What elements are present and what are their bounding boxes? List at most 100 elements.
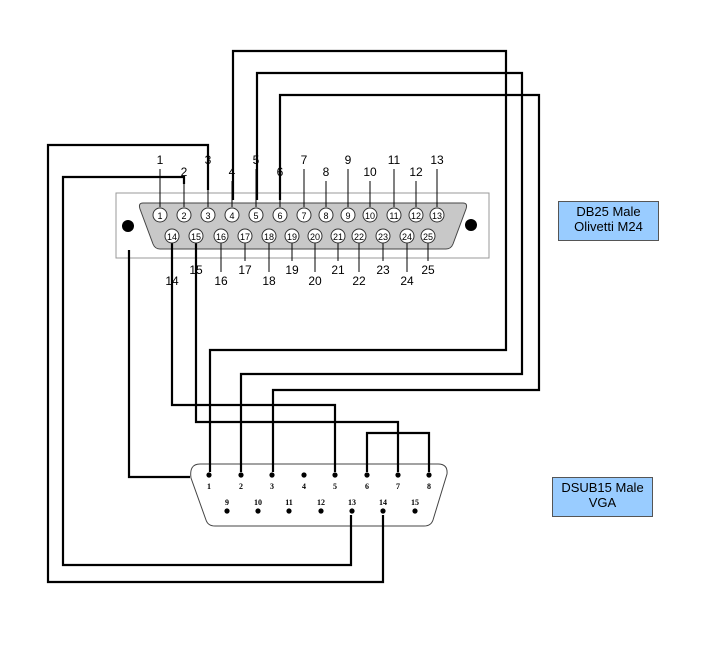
db25-pin-21-label: 21 xyxy=(331,263,345,277)
db25-pin-23 xyxy=(375,228,391,244)
db25-label-line2: Olivetti M24 xyxy=(574,219,643,234)
wire-db25-4-to-dsub15-1 xyxy=(208,49,508,472)
dsub15-pin-3-label: 3 xyxy=(270,482,274,491)
dsub15-label-line2: VGA xyxy=(588,495,617,510)
db25-pin-2-label: 2 xyxy=(181,165,188,179)
db25-pin-4 xyxy=(224,207,240,223)
dsub15-pin-10-label: 10 xyxy=(254,498,262,507)
db25-pin-13-inner-label: 13 xyxy=(432,211,442,221)
db25-pin-3-inner-label: 3 xyxy=(205,211,210,221)
db25-pin-4-inner-label: 4 xyxy=(229,211,234,221)
db25-pin-25 xyxy=(420,228,436,244)
db25-label: DB25 Male Olivetti M24 xyxy=(558,201,659,241)
dsub15-pin-15-label: 15 xyxy=(411,498,419,507)
db25-pin-14-inner-label: 14 xyxy=(167,232,177,242)
db25-pin-6 xyxy=(272,207,288,223)
dsub15-pin-1 xyxy=(206,472,212,478)
db25-pin-21 xyxy=(330,228,346,244)
db25-pins: 1122334455667788991010111112121313141415… xyxy=(152,153,445,288)
dsub15-pin-13-label: 13 xyxy=(348,498,356,507)
db25-label-line1: DB25 Male xyxy=(576,204,641,219)
db25-pin-24-inner-label: 24 xyxy=(402,232,412,242)
dsub15-pin-6-label: 6 xyxy=(365,482,369,491)
dsub15-pin-15 xyxy=(412,508,418,514)
wire-shield-to-dsub15-1 xyxy=(127,250,190,479)
dsub15-pin-2 xyxy=(238,472,244,478)
db25-mount-right xyxy=(465,219,477,231)
db25-pin-12 xyxy=(408,207,424,223)
dsub15-pin-13 xyxy=(349,508,355,514)
wire-dsub15-6-to-dsub15-8 xyxy=(365,431,431,472)
dsub15-pin-4 xyxy=(301,472,307,478)
db25-pin-25-label: 25 xyxy=(421,263,435,277)
dsub15-pin-4-label: 4 xyxy=(302,482,306,491)
db25-pin-8 xyxy=(318,207,334,223)
db25-pin-23-inner-label: 23 xyxy=(378,232,388,242)
wire-db25-6-to-dsub15-3 xyxy=(271,93,541,472)
db25-pin-22-label: 22 xyxy=(352,274,366,288)
db25-pin-24-label: 24 xyxy=(400,274,414,288)
db25-pin-4-label: 4 xyxy=(229,165,236,179)
db25-pin-10-inner-label: 10 xyxy=(365,211,375,221)
db25-pin-18-inner-label: 18 xyxy=(264,232,274,242)
wire-db25-5-to-dsub15-2 xyxy=(239,71,524,472)
db25-pin-11-inner-label: 11 xyxy=(389,211,398,221)
dsub15-pin-7-label: 7 xyxy=(396,482,400,491)
db25-pin-20 xyxy=(307,228,323,244)
dsub15-pin-11 xyxy=(286,508,292,514)
db25-pin-6-label: 6 xyxy=(277,165,284,179)
db25-pin-14-label: 14 xyxy=(165,274,179,288)
db25-pin-22 xyxy=(351,228,367,244)
dsub15-pin-6 xyxy=(364,472,370,478)
db25-pin-5-inner-label: 5 xyxy=(253,211,258,221)
db25-pin-3-label: 3 xyxy=(205,153,212,167)
db25-pin-7-inner-label: 7 xyxy=(301,211,306,221)
dsub15-pin-5-label: 5 xyxy=(333,482,337,491)
dsub15-pin-10 xyxy=(255,508,261,514)
dsub15-pin-3 xyxy=(269,472,275,478)
db25-pin-17-label: 17 xyxy=(238,263,252,277)
db25-pin-16-label: 16 xyxy=(214,274,228,288)
db25-pin-2-inner-label: 2 xyxy=(181,211,186,221)
dsub15-pin-11-label: 11 xyxy=(285,498,293,507)
dsub15-pin-12 xyxy=(318,508,324,514)
dsub15-pin-8 xyxy=(426,472,432,478)
dsub15-pin-12-label: 12 xyxy=(317,498,325,507)
db25-mount-left xyxy=(122,220,134,232)
db25-pin-17 xyxy=(237,228,253,244)
db25-pin-22-inner-label: 22 xyxy=(354,232,364,242)
dsub15-pin-5 xyxy=(332,472,338,478)
db25-pin-2 xyxy=(176,207,192,223)
db25-pin-16-inner-label: 16 xyxy=(216,232,226,242)
db25-pin-25-inner-label: 25 xyxy=(423,232,433,242)
db25-pin-11 xyxy=(386,207,402,223)
db25-pin-19 xyxy=(284,228,300,244)
wire-db25-15-to-dsub15-7 xyxy=(194,243,400,472)
db25-pin-21-inner-label: 21 xyxy=(333,232,343,242)
db25-pin-23-label: 23 xyxy=(376,263,390,277)
wire-db25-2-to-dsub15-13 xyxy=(61,175,353,567)
dsub15-shell xyxy=(190,463,448,527)
db25-pin-1 xyxy=(152,207,168,223)
db25-pin-15 xyxy=(188,228,204,244)
db25-pin-8-inner-label: 8 xyxy=(323,211,328,221)
db25-pin-16 xyxy=(213,228,229,244)
dsub15-pin-9 xyxy=(224,508,230,514)
db25-pin-8-label: 8 xyxy=(323,165,330,179)
db25-pin-11-label: 11 xyxy=(388,153,401,167)
dsub15-pin-2-label: 2 xyxy=(239,482,243,491)
db25-pin-7 xyxy=(296,207,312,223)
db25-pin-12-label: 12 xyxy=(409,165,423,179)
db25-pin-18-label: 18 xyxy=(262,274,276,288)
wires xyxy=(46,49,541,584)
db25-pin-13 xyxy=(429,207,445,223)
db25-pin-10 xyxy=(362,207,378,223)
dsub15-label-line1: DSUB15 Male xyxy=(561,480,644,495)
db25-pin-6-inner-label: 6 xyxy=(277,211,282,221)
db25-pin-14 xyxy=(164,228,180,244)
db25-pin-7-label: 7 xyxy=(301,153,308,167)
db25-pin-9-label: 9 xyxy=(345,153,352,167)
db25-pin-20-inner-label: 20 xyxy=(310,232,320,242)
